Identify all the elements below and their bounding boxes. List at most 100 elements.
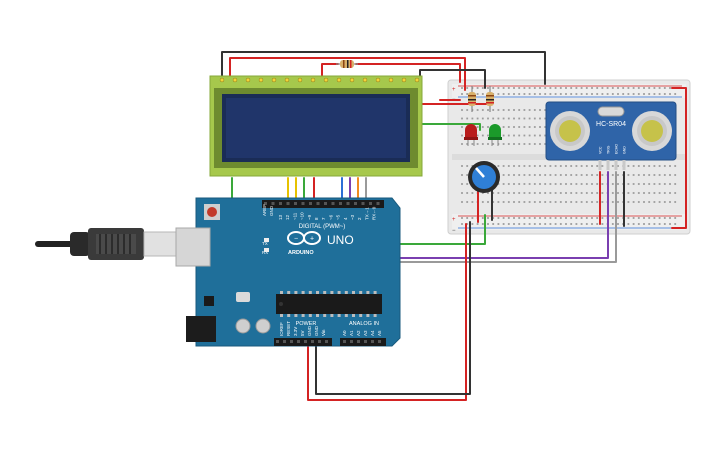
digital-pin-label: RX←0 xyxy=(372,206,377,220)
lcd-pin xyxy=(284,77,290,83)
lcd-pin xyxy=(362,77,368,83)
gnd-label: GND xyxy=(269,205,274,216)
lcd-pin xyxy=(349,77,355,83)
resistor-backlight xyxy=(336,60,358,68)
arduino-logo: − + xyxy=(287,231,321,245)
lcd-pin xyxy=(245,77,251,83)
rx-label: RX xyxy=(262,250,268,255)
power-jack xyxy=(186,316,216,342)
wire-red-resistor-out xyxy=(355,63,461,83)
lcd-pin xyxy=(323,77,329,83)
brand-arduino: ARDUINO xyxy=(288,250,314,256)
digital-pin-label: ~9 xyxy=(307,214,312,220)
digital-pin-label: ~3 xyxy=(350,214,355,220)
wire-green-led xyxy=(417,123,481,131)
wire-black-top xyxy=(221,51,546,85)
lcd-pin xyxy=(414,77,420,83)
analog-pin-label: A0 xyxy=(342,330,347,336)
analog-pin-label: A1 xyxy=(349,330,354,336)
digital-pin-label: ~5 xyxy=(336,214,341,220)
sensor-pin xyxy=(614,160,618,170)
lcd-pin xyxy=(336,77,342,83)
sensor-pin-label: VCC xyxy=(599,146,603,154)
potentiometer[interactable] xyxy=(468,161,500,193)
digital-pin-label: TX→1 xyxy=(364,207,369,220)
digital-pin-label: ~6 xyxy=(328,214,333,220)
analog-pin-label: A5 xyxy=(377,330,382,336)
lcd-pin xyxy=(388,77,394,83)
wire-red-5v xyxy=(307,223,467,401)
ultrasonic-transducer-right xyxy=(632,111,672,151)
digital-pin-label: 8 xyxy=(314,217,319,220)
lcd-pin xyxy=(232,77,238,83)
ultrasonic-transducer-left xyxy=(550,111,590,151)
lcd-pin xyxy=(401,77,407,83)
plus-rail-label: + xyxy=(452,87,456,93)
resistor-led-2 xyxy=(486,86,494,112)
digital-header xyxy=(262,200,384,208)
sensor-model-label: HC-SR04 xyxy=(596,121,626,128)
sensor-pin xyxy=(606,160,610,170)
lcd-16x2 xyxy=(209,75,423,177)
power-pin-label: IOREF xyxy=(279,322,284,336)
digital-pin-label: 2 xyxy=(357,217,362,220)
power-pin-label: GND xyxy=(307,325,312,336)
led-red xyxy=(464,124,478,146)
lcd-pin-header xyxy=(219,77,420,83)
power-pin-label: 5V xyxy=(300,330,305,336)
power-pin-label: GND xyxy=(314,325,319,336)
digital-pin-label: ~11 xyxy=(292,212,297,220)
wire-black-lcd xyxy=(419,69,486,89)
power-pin-label: 3.3V xyxy=(293,327,298,336)
atmega-chip xyxy=(276,291,382,317)
digital-pin-label: ~10 xyxy=(300,212,305,220)
lcd-pin xyxy=(271,77,277,83)
wire-black-gnd xyxy=(315,221,471,395)
ultrasonic-sensor: HC-SR04 VCC TRIG ECHO GND xyxy=(545,101,677,170)
analog-pin-label: A3 xyxy=(363,330,368,336)
capacitors xyxy=(235,318,271,334)
plus-rail-label-bottom: + xyxy=(452,217,456,223)
aref-label: AREF xyxy=(262,204,267,216)
sensor-pin-label: TRIG xyxy=(607,145,611,154)
sensor-pin-label: ECHO xyxy=(615,144,619,154)
resistor-led-1 xyxy=(468,86,476,112)
analog-header xyxy=(340,338,386,346)
brand-uno: UNO xyxy=(327,233,354,247)
wire-red-top xyxy=(229,57,466,91)
digital-pin-label: 13 xyxy=(278,214,283,220)
analog-header-label: ANALOG IN xyxy=(349,321,379,327)
lcd-pin xyxy=(375,77,381,83)
crystal xyxy=(236,292,250,302)
sensor-pin-label: GND xyxy=(623,146,627,154)
power-pin-label: RESET xyxy=(286,321,291,336)
digital-header-label: DIGITAL (PWM~) xyxy=(299,224,346,230)
sensor-pins: VCC TRIG ECHO GND xyxy=(598,144,627,170)
digital-pin-label: 7 xyxy=(321,217,326,220)
reset-button[interactable] xyxy=(204,204,220,220)
lcd-pin xyxy=(219,77,225,83)
wire-red-backlight xyxy=(321,63,339,77)
lcd-pin xyxy=(258,77,264,83)
power-header-label: POWER xyxy=(296,321,317,327)
sensor-pin xyxy=(598,160,602,170)
voltage-regulator xyxy=(204,296,214,306)
power-pin-label: Vin xyxy=(321,329,326,336)
minus-rail-label-bottom: − xyxy=(452,228,456,234)
digital-pin-label: 4 xyxy=(343,217,348,220)
svg-text:+: + xyxy=(310,236,314,243)
wire-red-right xyxy=(671,87,687,229)
sensor-pin xyxy=(622,160,626,170)
svg-text:−: − xyxy=(294,236,298,243)
lcd-pin xyxy=(310,77,316,83)
crystal-oscillator xyxy=(597,106,625,117)
digital-pin-label: 12 xyxy=(285,214,290,220)
lcd-pin xyxy=(297,77,303,83)
power-header xyxy=(274,338,332,346)
analog-pin-label: A2 xyxy=(356,330,361,336)
usb-cable xyxy=(35,228,177,260)
tx-label: TX xyxy=(262,241,268,246)
usb-port xyxy=(175,227,211,267)
